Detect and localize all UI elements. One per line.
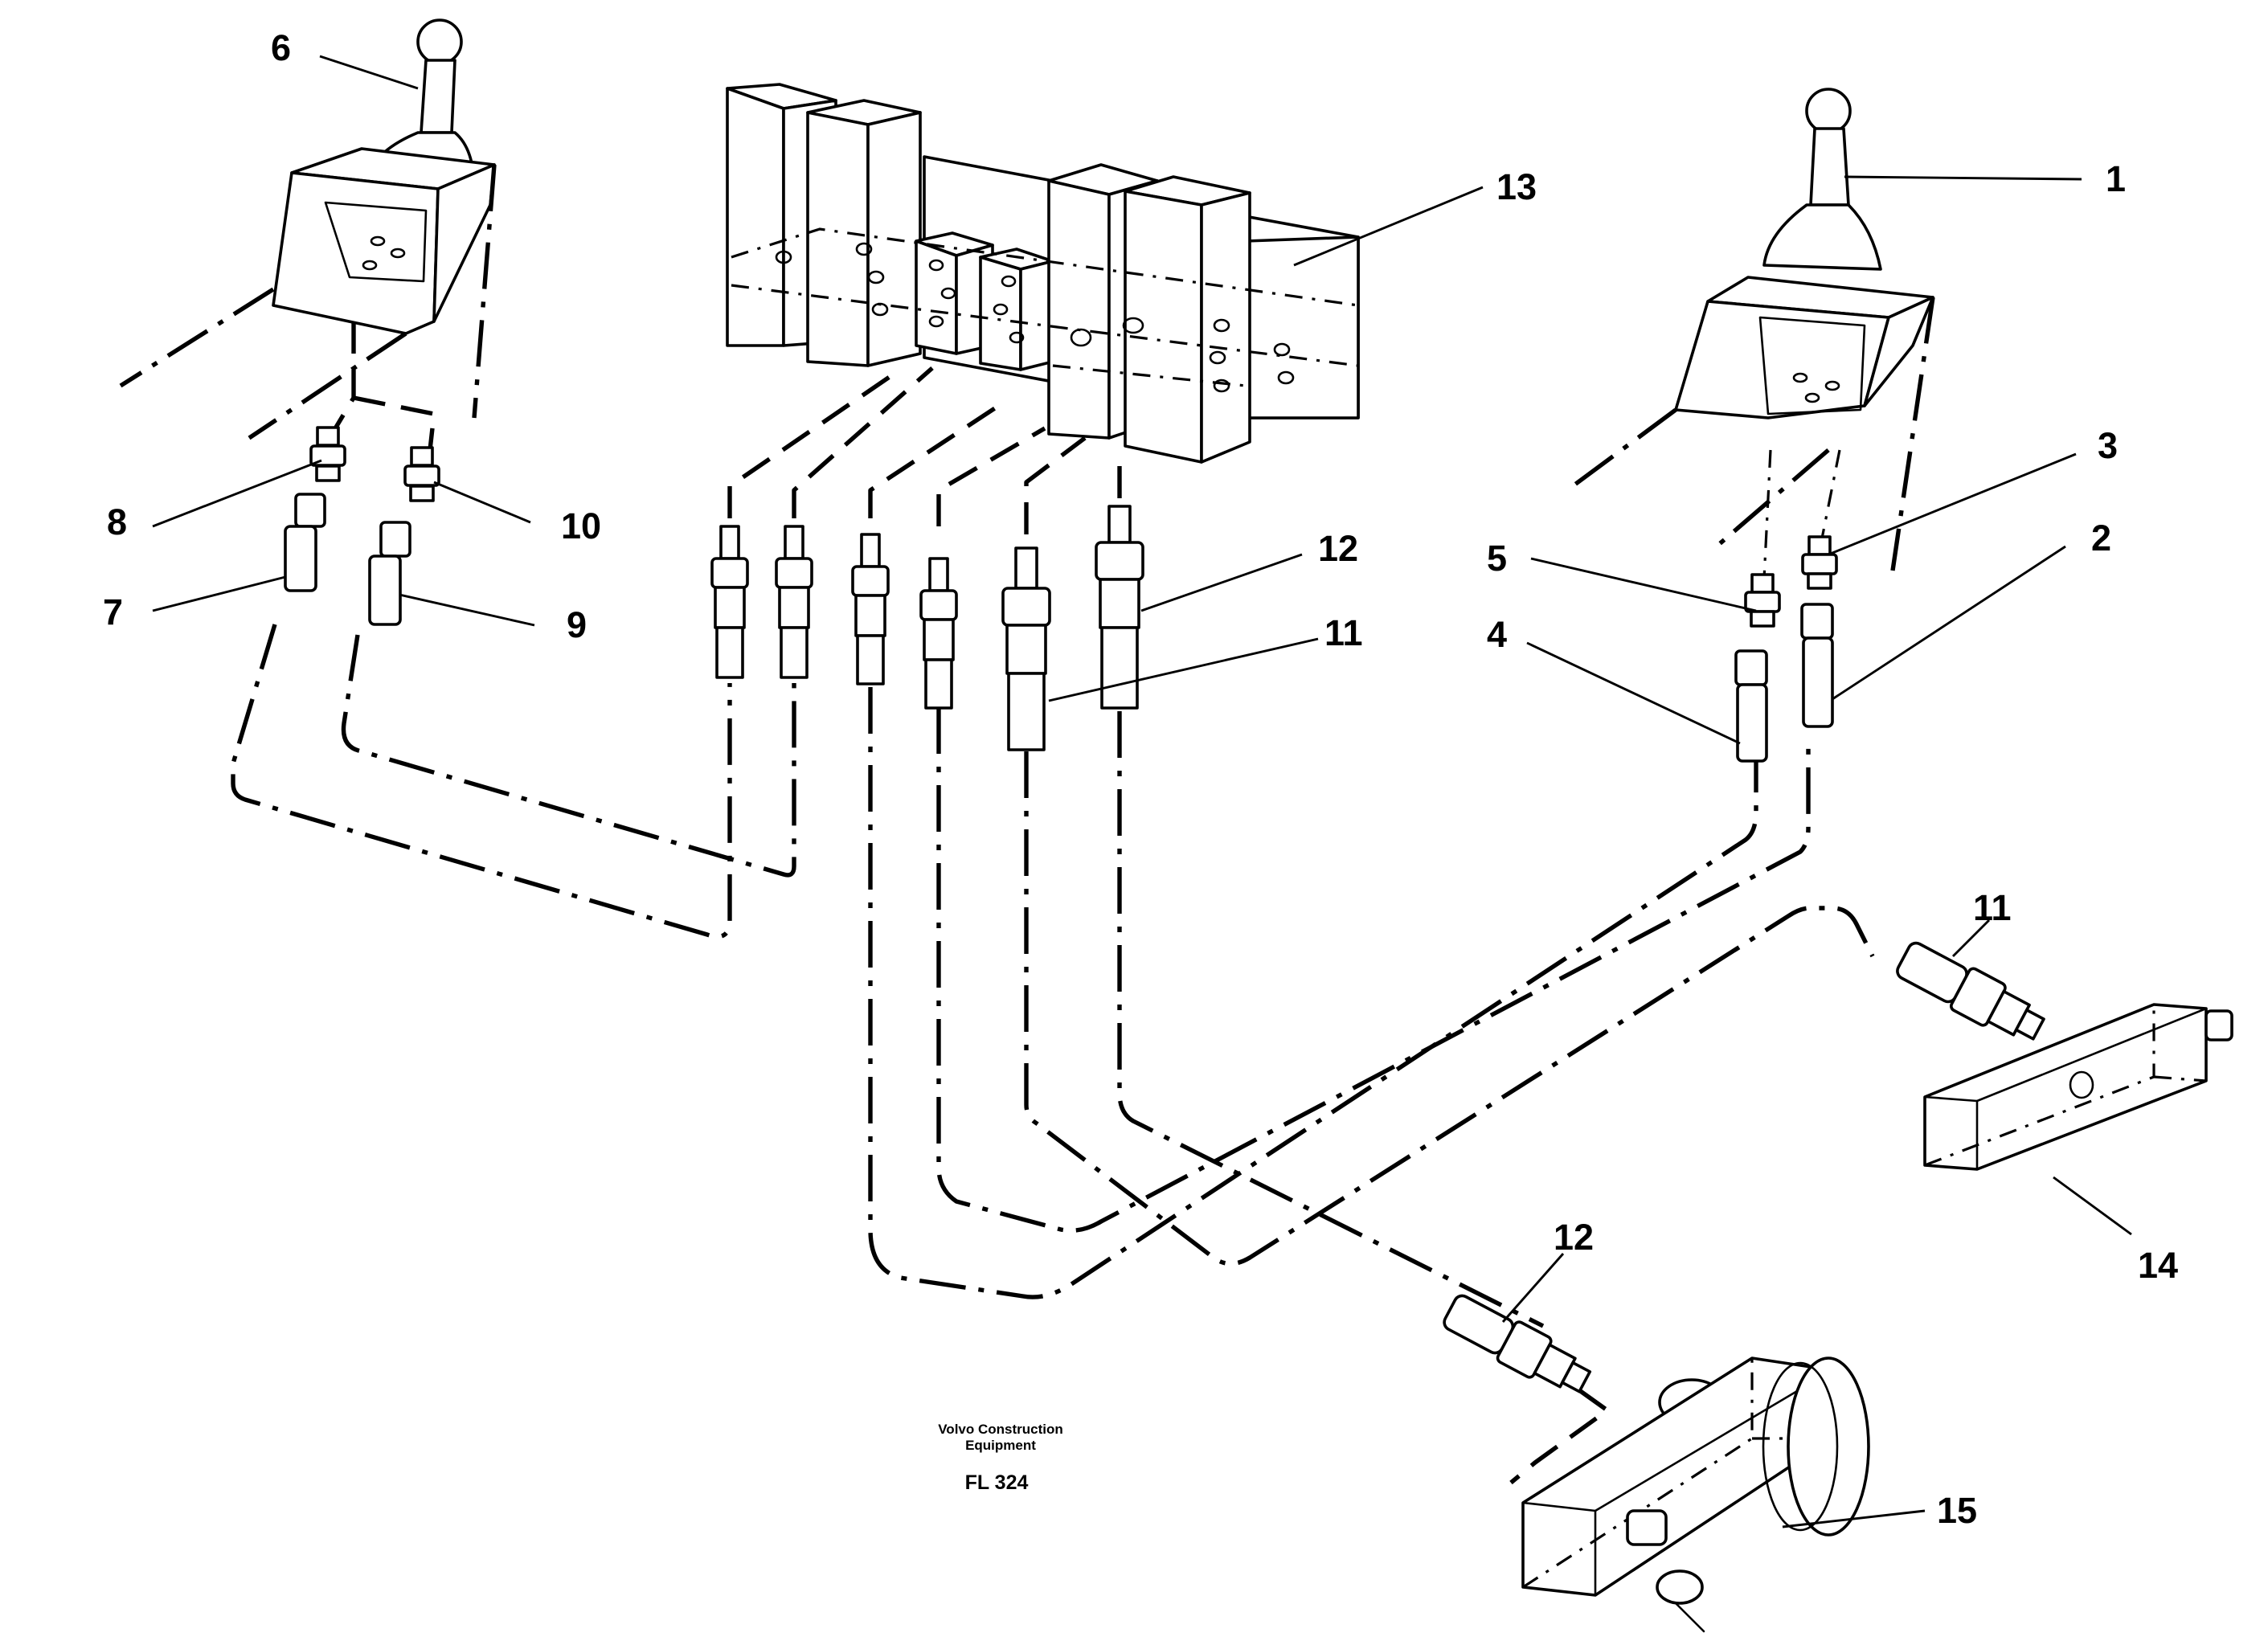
callout-4: 4 [1487,614,1507,655]
leader-15 [1293,186,1484,267]
hose-to-valve13 [1509,1388,1610,1485]
leader-2 [1832,545,2066,701]
callout-10: 10 [561,505,601,546]
callout-9: 9 [567,604,587,645]
callout-leaders [152,55,2132,1528]
valve-fitting-12 [1095,505,1144,710]
hose-end-4 [1734,649,1768,763]
callout-11-lower: 11 [1973,887,2012,928]
hose-valve-dash-1 [727,367,902,518]
leader-3 [1828,452,2077,556]
valve-fitting-1 [710,525,749,679]
hose-valve-4 [1117,711,1545,1328]
callout-8: 8 [107,501,127,542]
callout-6: 6 [271,27,291,68]
left-joystick [119,18,497,440]
leader-10 [433,481,531,524]
leader-12 [1140,553,1303,612]
control-valve-block [726,83,1360,464]
hose-valve-dash-2 [792,366,934,518]
adapter-10 [403,446,440,502]
leader-11 [1048,637,1319,702]
hose-end-12-lower [1443,1294,1592,1393]
caption-company-line2: Equipment [965,1438,1036,1453]
adapter-8 [309,426,346,482]
adapter-3 [1801,535,1838,590]
hose-valve-dash-5 [1024,436,1087,534]
hose-left-joystick-b [341,634,796,878]
callout-14: 14 [2138,1245,2178,1286]
leader-12-lower [1501,1253,1565,1323]
hose-valve-3 [1024,751,1875,1266]
valve-fitting-4 [919,557,958,710]
leader-4 [1526,641,1741,745]
leader-11-lower [1951,919,1991,958]
leader-5 [1530,557,1757,612]
leader-14 [2053,1176,2132,1236]
valve-fitting-3 [851,533,890,685]
hose-end-2 [1800,603,1834,728]
hose-right-dash-2 [1819,449,1841,547]
adapter-5 [1744,573,1781,628]
component-13-valve [1521,1357,1870,1633]
figure-caption: Volvo Construction Equipment FL 324 [938,1422,1063,1494]
valve-fitting-2 [775,525,813,679]
right-joystick [1566,88,1935,571]
leader-6 [319,55,419,90]
leader-9 [399,593,535,627]
callout-12: 12 [1318,528,1358,569]
hose-right-dash-1 [1762,449,1772,579]
leader-13 [1782,1509,1926,1528]
hose-valve-dash-3 [868,399,1006,518]
callout-15: 13 [1496,166,1537,207]
callout-7: 7 [103,591,123,632]
hose-end-11-lower [1896,941,2045,1041]
callout-1: 1 [2106,158,2126,199]
hose-routing [231,321,1875,1485]
callout-12-lower: 12 [1554,1217,1594,1258]
caption-figure-id: FL 324 [965,1471,1029,1494]
callout-13: 15 [1937,1490,1977,1531]
caption-company-line1: Volvo Construction [938,1422,1063,1437]
valve-fitting-11 [1001,546,1051,751]
hose-valve-2 [936,707,1811,1233]
callout-labels: 6 1 13 3 2 5 4 12 11 8 10 7 9 11 12 14 1… [103,27,2178,1531]
callout-5: 5 [1487,538,1507,579]
leader-1 [1844,175,2082,181]
hose-end-7 [284,493,326,592]
callout-3: 3 [2098,425,2118,466]
component-14-block [1923,1003,2233,1171]
hose-end-9 [368,521,411,626]
hose-fittings [284,426,2045,1393]
leader-8 [152,459,322,528]
callout-11: 11 [1324,612,1363,653]
hose-left-joystick-a [231,624,732,939]
callout-2: 2 [2091,518,2111,559]
hose-valve-1 [868,687,1758,1299]
valve-ports [775,242,1295,393]
hose-left-dash-2 [353,395,436,451]
leader-7 [152,575,286,612]
hose-valve-dash-4 [936,426,1046,526]
